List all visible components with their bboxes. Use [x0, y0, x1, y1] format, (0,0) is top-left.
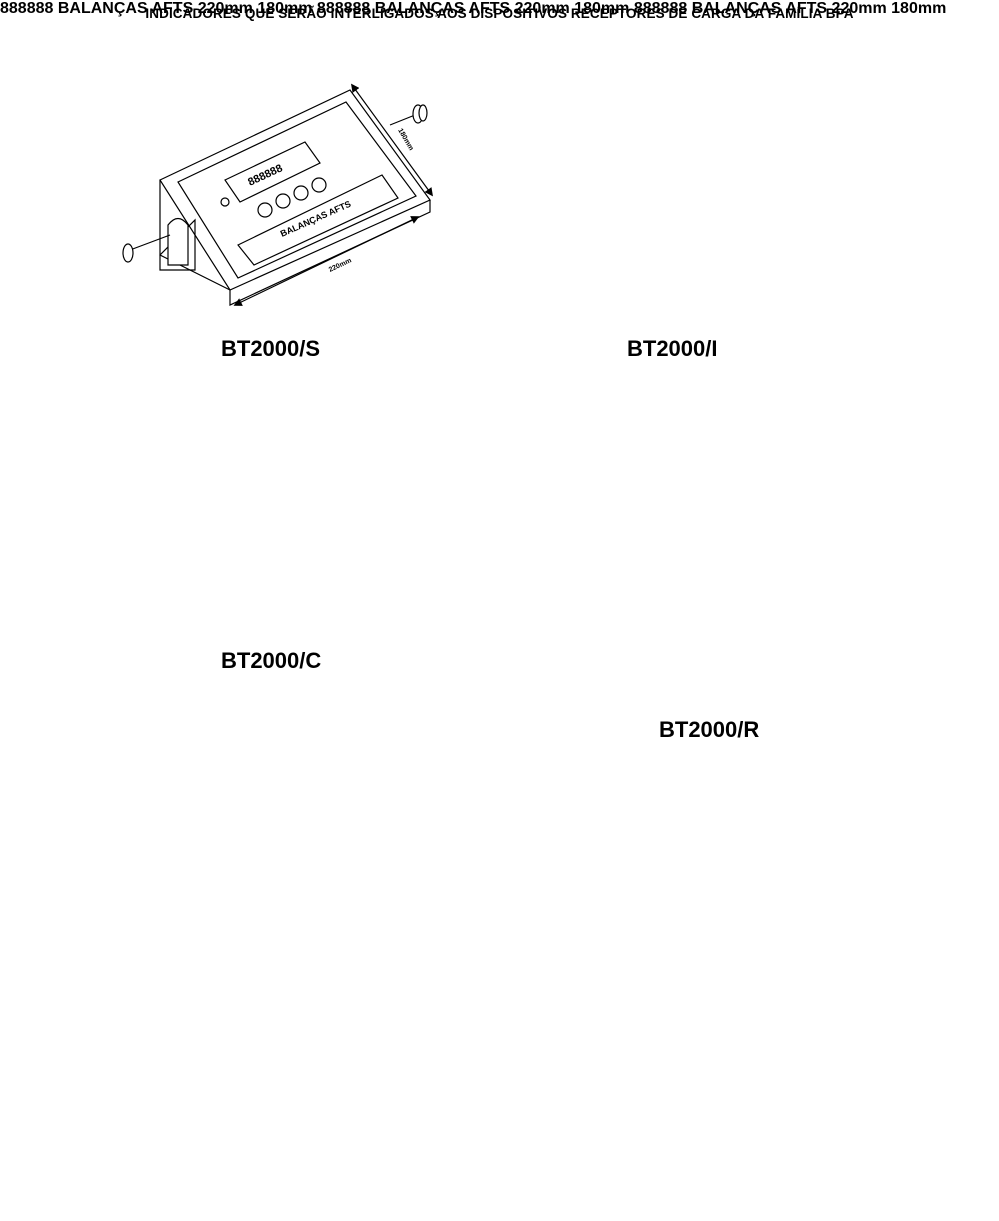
indicator-bt2000-i: 888888 BALANÇAS AFTS 220mm 180mm	[0, 0, 313, 17]
indicator-bt2000-s: 888888 BALANÇAS AFTS 220mm 180mm	[122, 83, 433, 306]
page-title: INDICADORES QUE SERÃO INTERLIGADOS AOS D…	[145, 6, 854, 21]
model-label-bt2000-i: BT2000/I	[627, 336, 718, 361]
model-label-bt2000-r: BT2000/R	[659, 717, 760, 742]
width-label: 220mm	[328, 257, 353, 274]
model-label-bt2000-s: BT2000/S	[221, 336, 321, 361]
indicator-bt2000-c: 888888 BALANÇAS AFTS 220mm 180mm	[316, 0, 630, 17]
indicator-bt2000-r: 888888 BALANÇAS AFTS 220mm 180mm	[633, 0, 947, 17]
height-label: 180mm	[396, 128, 414, 152]
model-label-bt2000-c: BT2000/C	[221, 648, 322, 673]
